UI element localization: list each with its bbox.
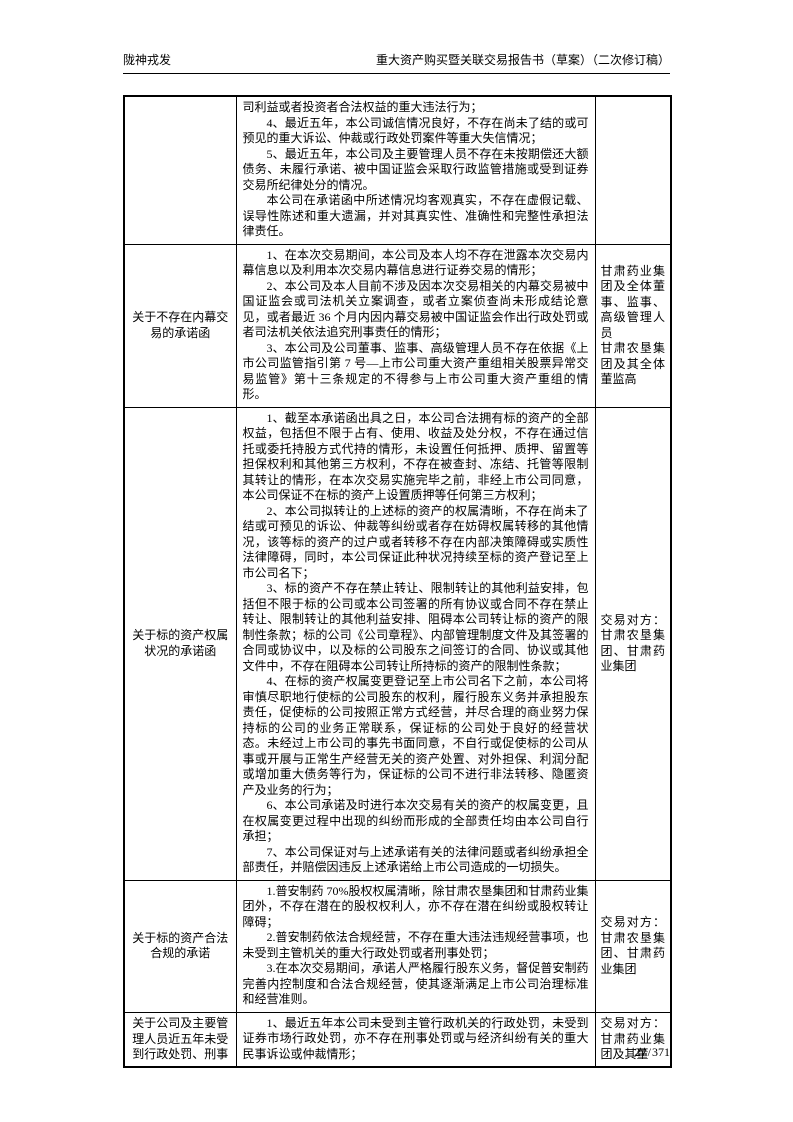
row-label: 关于标的资产权属状况的承诺函 bbox=[123, 406, 237, 881]
row-counterparty bbox=[594, 95, 672, 245]
page-number-total: 371 bbox=[652, 1045, 670, 1059]
commitments-table: 司利益或者投资者合法权益的重大违法行为；4、最近五年，本公司诚信情况良好，不存在… bbox=[123, 95, 672, 1068]
row-counterparty: 交易对方：甘肃农垦集团、甘肃药业集团 bbox=[594, 406, 672, 881]
paragraph: 1.普安制药 70%股权权属清晰，除甘肃农垦集团和甘肃药业集团外，不存在潜在的股… bbox=[242, 883, 589, 929]
counterparty-text: 甘肃药业集团及全体董事、监事、高级管理人员 bbox=[600, 263, 666, 340]
page-number-current: 27 bbox=[634, 1045, 647, 1059]
row-content: 1.普安制药 70%股权权属清晰，除甘肃农垦集团和甘肃药业集团外，不存在潜在的股… bbox=[235, 879, 596, 1013]
paragraph: 6、本公司承诺及时进行本次交易有关的资产的权属变更，且在权属变更过程中出现的纠纷… bbox=[242, 798, 589, 843]
row-content: 1、在本次交易期间，本公司及本人均不存在泄露本次交易内幕信息以及利用本次交易内幕… bbox=[235, 243, 596, 408]
table-body: 司利益或者投资者合法权益的重大违法行为；4、最近五年，本公司诚信情况良好，不存在… bbox=[123, 95, 672, 1068]
row-label bbox=[123, 95, 237, 245]
row-counterparty: 交易对方：甘肃农垦集团、甘肃药业集团 bbox=[594, 879, 672, 1013]
paragraph: 7、本公司保证对与上述承诺有关的法律问题或者纠纷承担全部责任，并赔偿因违反上述承… bbox=[242, 844, 589, 875]
paragraph: 5、最近五年，本公司及主要管理人员不存在未按期偿还大额债务、未履行承诺、被中国证… bbox=[242, 146, 589, 192]
header-company-name: 陇神戎发 bbox=[123, 53, 172, 67]
counterparty-text: 交易对方：甘肃农垦集团、甘肃药业集团 bbox=[600, 915, 666, 976]
header-document-title: 重大资产购买暨关联交易报告书（草案）（二次修订稿） bbox=[375, 53, 670, 67]
row-label: 关于标的资产合法合规的承诺 bbox=[123, 879, 237, 1013]
paragraph: 本公司在承诺函中所述情况均客观真实，不存在虚假记载、误导性陈述和重大遗漏，并对其… bbox=[242, 193, 589, 238]
paragraph: 1、最近五年本公司未受到主管行政机关的行政处罚，未受到证券市场行政处罚，亦不存在… bbox=[242, 1015, 589, 1061]
paragraph: 3、本公司及公司董事、监事、高级管理人员不存在依据《上市公司监管指引第 7 号—… bbox=[242, 340, 589, 402]
paragraph: 4、在标的资产权属变更登记至上市公司名下之前，本公司将审慎尽职地行使标的公司股东… bbox=[242, 674, 589, 797]
paragraph: 1、截至本承诺函出具之日，本公司合法拥有标的资产的全部权益，包括但不限于占有、使… bbox=[242, 410, 589, 503]
table-row: 司利益或者投资者合法权益的重大违法行为；4、最近五年，本公司诚信情况良好，不存在… bbox=[123, 95, 672, 245]
paragraph: 3.在本次交易期间，承诺人严格履行股东义务，督促普安制药完善内控制度和合法合规经… bbox=[242, 961, 589, 1006]
page-header: 陇神戎发 重大资产购买暨关联交易报告书（草案）（二次修订稿） bbox=[123, 52, 670, 74]
paragraph: 司利益或者投资者合法权益的重大违法行为； bbox=[242, 100, 483, 114]
row-content: 1、截至本承诺函出具之日，本公司合法拥有标的资产的全部权益，包括但不限于占有、使… bbox=[235, 406, 596, 881]
paragraph: 1、在本次交易期间，本公司及本人均不存在泄露本次交易内幕信息以及利用本次交易内幕… bbox=[242, 247, 589, 278]
paragraph: 4、最近五年，本公司诚信情况良好，不存在尚未了结的或可预见的重大诉讼、仲裁或行政… bbox=[242, 115, 589, 146]
row-counterparty: 交易对方：甘肃药业集团及其董 bbox=[594, 1011, 672, 1068]
row-content: 1、最近五年本公司未受到主管行政机关的行政处罚，未受到证券市场行政处罚，亦不存在… bbox=[235, 1011, 596, 1068]
row-label: 关于公司及主要管理人员近五年未受到行政处罚、刑事 bbox=[123, 1011, 237, 1068]
row-content: 司利益或者投资者合法权益的重大违法行为；4、最近五年，本公司诚信情况良好，不存在… bbox=[235, 95, 596, 245]
row-counterparty: 甘肃药业集团及全体董事、监事、高级管理人员甘肃农垦集团及其全体董监高 bbox=[594, 243, 672, 408]
paragraph: 2.普安制药依法合规经营，不存在重大违法违规经营事项，也未受到主管机关的重大行政… bbox=[242, 930, 589, 960]
paragraph: 2、本公司及本人目前不涉及因本次交易相关的内幕交易被中国证监会或司法机关立案调查… bbox=[242, 278, 589, 340]
row-label: 关于不存在内幕交易的承诺函 bbox=[123, 243, 237, 408]
counterparty-text: 甘肃农垦集团及其全体董监高 bbox=[600, 341, 666, 386]
counterparty-text: 交易对方：甘肃农垦集团、甘肃药业集团 bbox=[600, 612, 666, 674]
page-number-separator: / bbox=[647, 1045, 651, 1059]
paragraph: 3、标的资产不存在禁止转让、限制转让的其他利益安排，包括但不限于标的公司或本公司… bbox=[242, 581, 589, 673]
paragraph: 2、本公司拟转让的上述标的资产的权属清晰，不存在尚未了结或可预见的诉讼、仲裁等纠… bbox=[242, 503, 589, 580]
counterparty-text: 交易对方：甘肃药业集团及其董 bbox=[600, 1016, 666, 1061]
page-footer: 27/371 bbox=[635, 1044, 670, 1060]
